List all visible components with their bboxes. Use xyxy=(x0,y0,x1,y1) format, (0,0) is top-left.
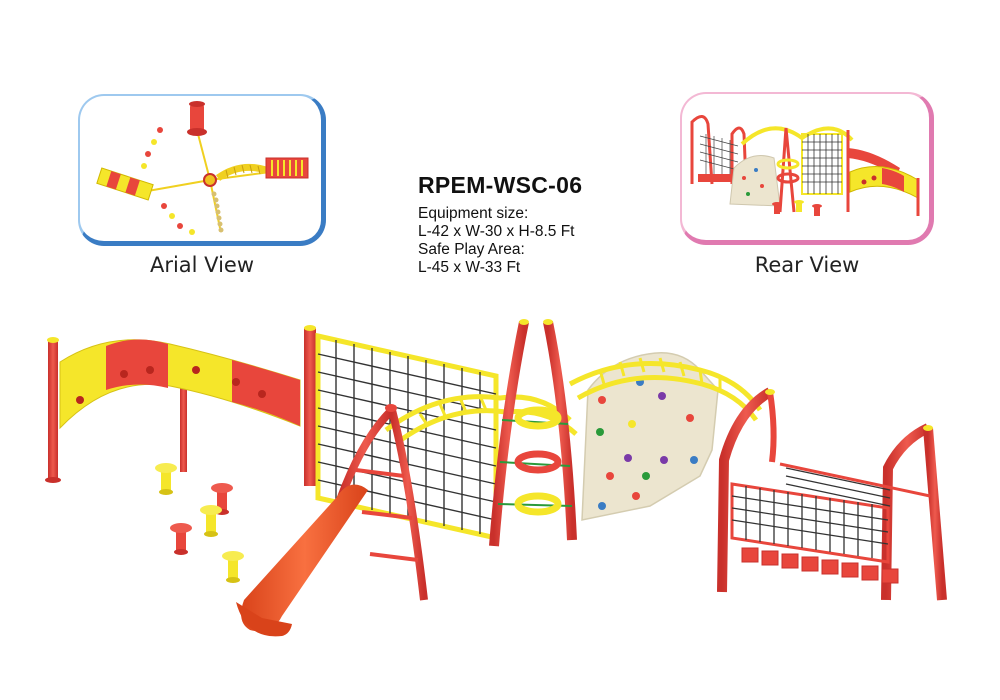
equipment-size-label: Equipment size: xyxy=(418,205,529,222)
rock-wall xyxy=(581,352,719,521)
rear-view-caption: Rear View xyxy=(754,253,860,277)
safe-area-label: Safe Play Area: xyxy=(418,241,525,258)
rear-view-card xyxy=(680,92,934,245)
rear-view-drawing xyxy=(690,115,920,216)
slide xyxy=(236,404,428,637)
equipment-size-value: L-42 x W-30 x H-8.5 Ft xyxy=(418,223,575,240)
aerial-view-drawing xyxy=(96,101,309,235)
model-code: RPEM-WSC-06 xyxy=(418,172,583,198)
aerial-view-card xyxy=(78,94,326,246)
a-frame-rings xyxy=(489,319,577,547)
stepping-pods xyxy=(155,463,244,583)
safe-area-value: L-45 x W-33 Ft xyxy=(418,259,521,276)
playground-main-render xyxy=(45,319,947,637)
aerial-view-caption: Arial View xyxy=(149,253,255,277)
product-info: RPEM-WSC-06 Equipment size: L-42 x W-30 … xyxy=(418,172,658,277)
net-bridge xyxy=(717,387,947,601)
curved-tunnel xyxy=(45,325,316,486)
